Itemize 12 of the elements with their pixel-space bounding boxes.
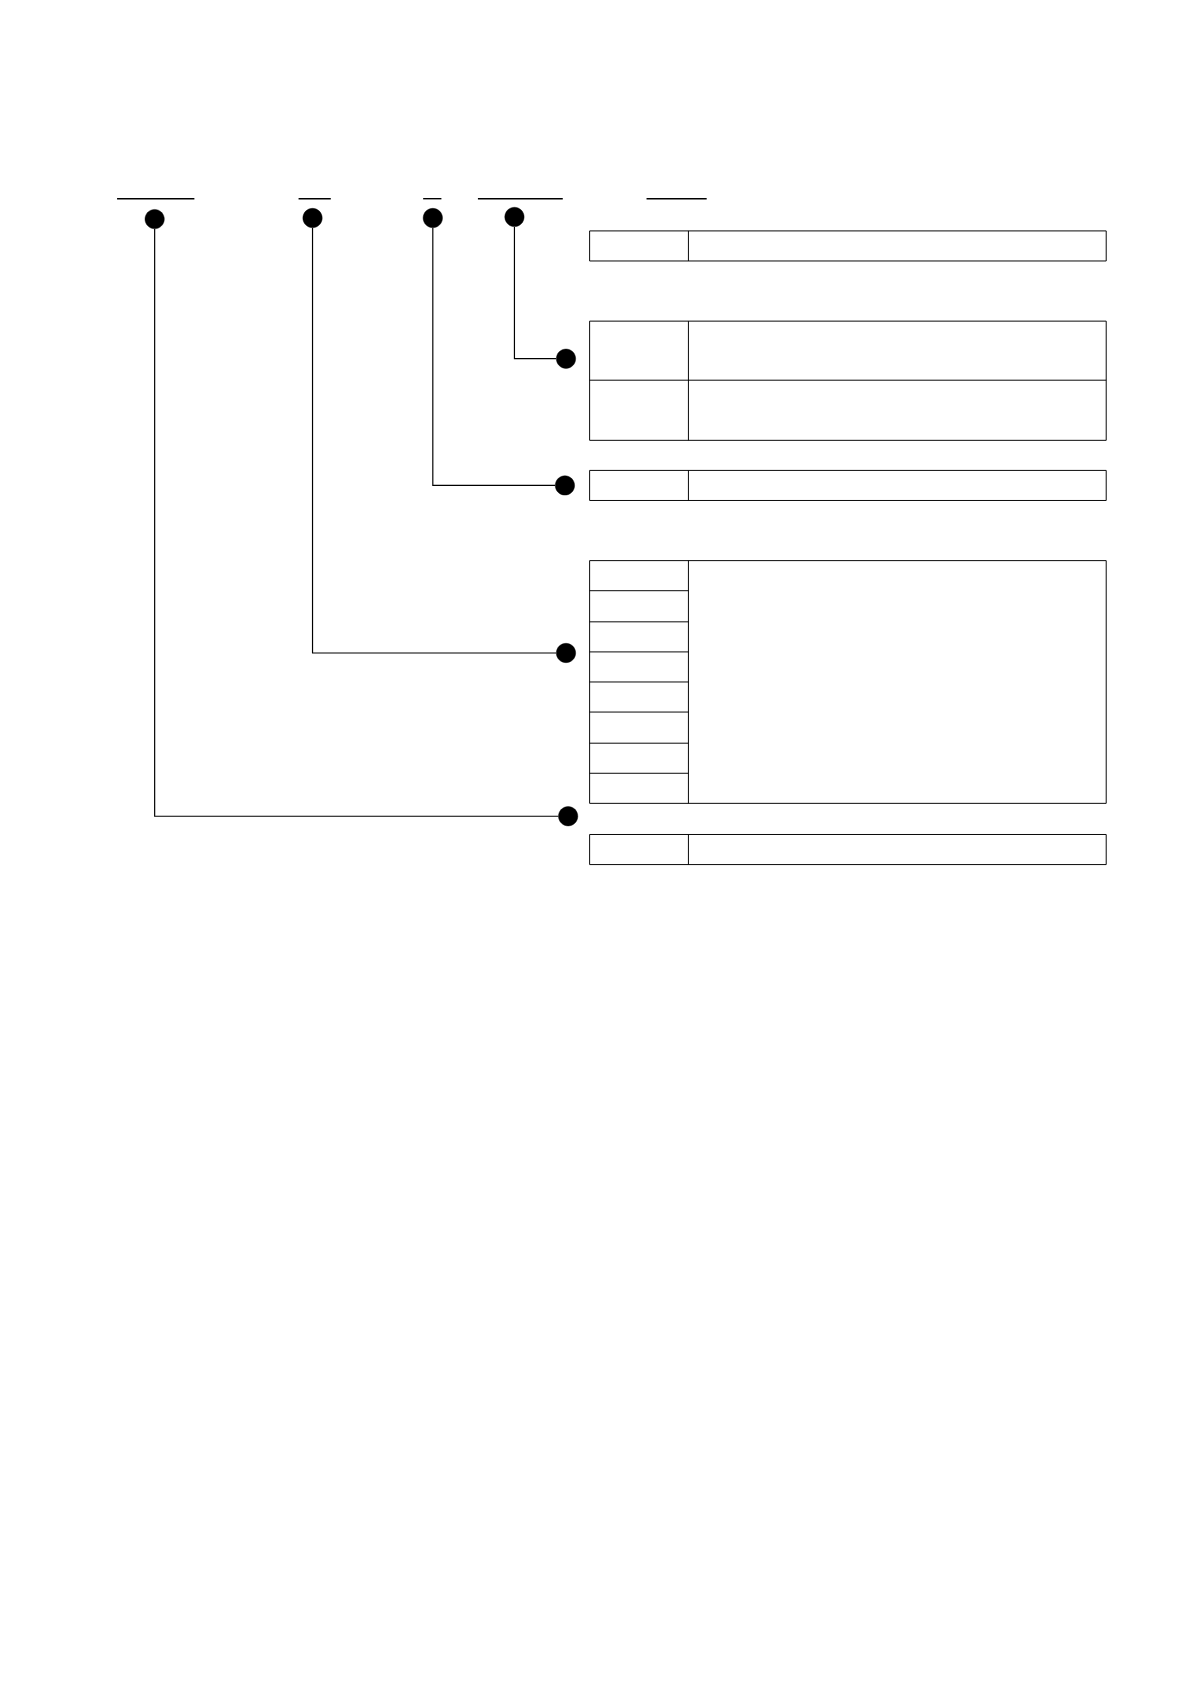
leader-dot bbox=[558, 806, 578, 827]
leader-line bbox=[154, 228, 559, 817]
leader-dot bbox=[555, 475, 575, 496]
leader-dot bbox=[556, 348, 576, 369]
leader-line bbox=[513, 226, 557, 360]
leader-dot bbox=[302, 208, 323, 228]
leader-dot bbox=[422, 208, 443, 228]
leader-dot bbox=[144, 209, 165, 229]
leader-dot bbox=[504, 207, 525, 227]
leader-line bbox=[311, 227, 557, 654]
leader-line bbox=[432, 227, 556, 487]
leader-dot bbox=[556, 643, 576, 663]
